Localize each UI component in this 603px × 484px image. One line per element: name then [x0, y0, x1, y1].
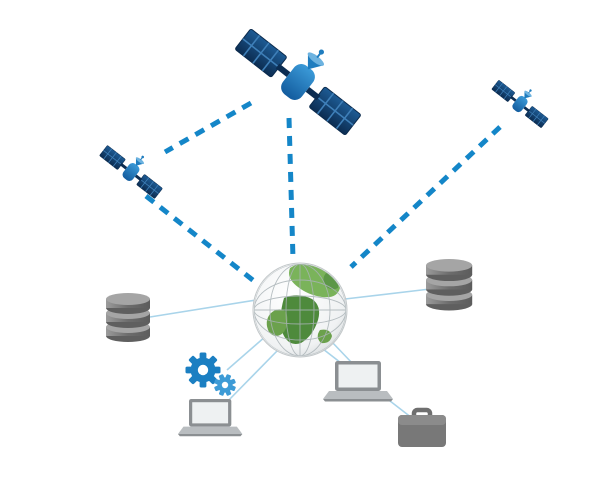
dashed-link-sat-large-globe	[286, 117, 296, 260]
satellite-large-icon	[230, 5, 380, 141]
satellite-small-right-icon	[489, 69, 557, 131]
globe-graticule	[254, 264, 346, 356]
gear-small	[214, 374, 236, 396]
link-globe-laptop-left	[223, 349, 279, 406]
dashed-link-sat-left-globe	[144, 194, 256, 283]
dashed-link-sat-right-globe	[349, 125, 502, 269]
satellite-links	[144, 100, 502, 283]
database-stack-right-icon	[426, 259, 473, 311]
link-globe-gears	[226, 335, 267, 371]
laptop-left-icon	[177, 399, 243, 437]
dashed-link-sat-large-sat-left	[163, 100, 253, 155]
link-globe-database-right	[344, 288, 431, 300]
database-stack-left-icon	[106, 293, 150, 342]
earth-globe-icon	[252, 262, 348, 358]
satellite-small-left-icon	[97, 133, 172, 202]
storage-box-icon	[398, 407, 446, 447]
gears-icon	[185, 352, 236, 396]
link-globe-database-left	[149, 299, 257, 318]
gear-large	[185, 352, 221, 388]
laptop-right-icon	[323, 361, 393, 402]
link-globe-laptop-right	[330, 340, 354, 365]
